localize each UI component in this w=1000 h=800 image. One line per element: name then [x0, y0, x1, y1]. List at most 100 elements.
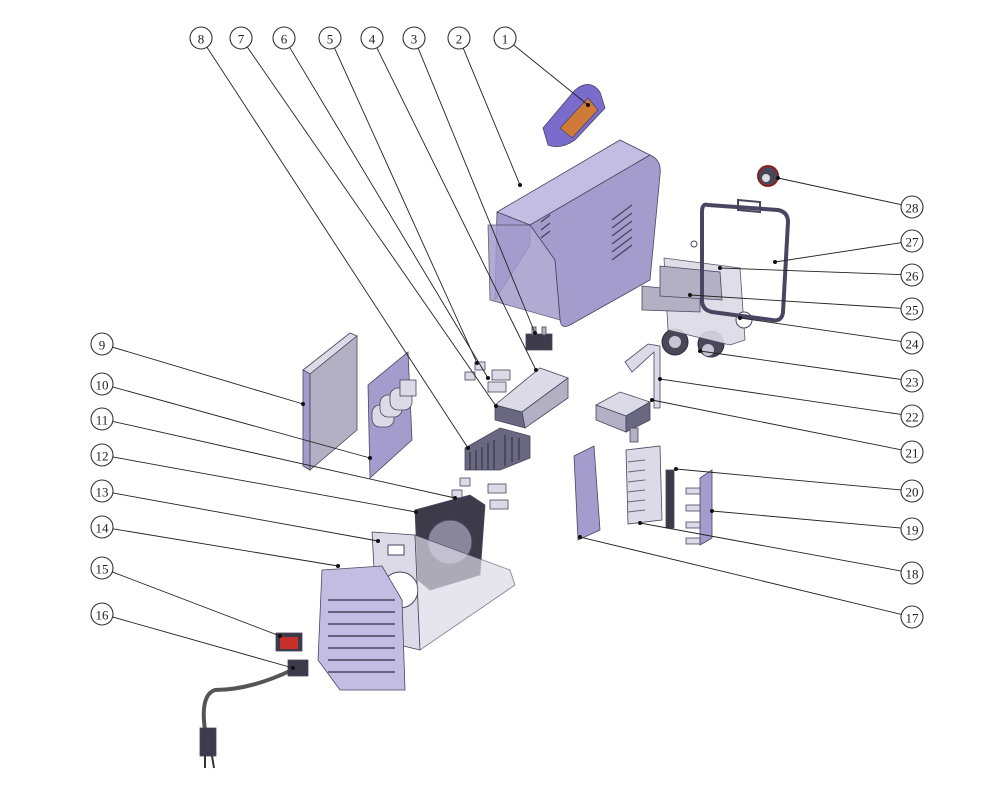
callout-24: 24: [738, 316, 924, 355]
bridge-rectifier: [525, 326, 553, 351]
callout-circle: [493, 26, 517, 50]
leader-dot: [414, 510, 418, 514]
leader-dot: [773, 260, 777, 264]
callout-25: 25: [688, 293, 924, 321]
callout-label: 26: [906, 269, 920, 284]
callout-label: 9: [99, 338, 106, 353]
leader-line: [112, 386, 371, 459]
callout-27: 27: [773, 229, 924, 264]
vent-slots: [540, 204, 633, 261]
leader-line: [112, 346, 304, 405]
rear-frame: [700, 198, 791, 323]
leader-dot: [291, 666, 295, 670]
leader-dot: [453, 496, 457, 500]
power-cord: [199, 659, 309, 769]
callout-18: 18: [638, 521, 924, 585]
callout-circle: [90, 479, 114, 503]
callout-circle: [900, 263, 924, 287]
output-diodes: [665, 469, 713, 546]
callout-circle: [900, 479, 924, 503]
callout-19: 19: [710, 509, 924, 541]
callout-circle: [90, 515, 114, 539]
finned-heatsinks: [464, 427, 531, 471]
leader-dot: [336, 564, 340, 568]
leader-line: [777, 177, 902, 206]
leader-dot: [301, 402, 305, 406]
callout-4: 4: [360, 26, 538, 372]
callout-circle: [402, 26, 426, 50]
callout-label: 23: [906, 375, 919, 390]
leader-line: [112, 616, 294, 669]
callout-circle: [90, 443, 114, 467]
leader-line: [739, 317, 902, 342]
callout-label: 5: [327, 32, 334, 47]
leader-line: [579, 536, 902, 615]
callout-15: 15: [90, 556, 282, 638]
leader-dot: [658, 377, 662, 381]
callout-circle: [900, 404, 924, 428]
leader-dot: [533, 331, 537, 335]
leader-line: [513, 44, 589, 106]
rear-brackets: [641, 240, 753, 346]
callout-circle: [447, 26, 471, 50]
leader-line: [689, 294, 902, 309]
copper-bar: [624, 343, 661, 409]
leader-dot: [776, 176, 780, 180]
leader-line: [112, 420, 456, 499]
callout-11: 11: [90, 407, 457, 500]
leader-line: [659, 378, 902, 415]
callout-circle: [900, 369, 924, 393]
leader-line: [376, 47, 537, 371]
callout-21: 21: [650, 398, 924, 464]
power-switch: [275, 632, 303, 652]
callout-label: 12: [96, 449, 109, 464]
callout-label: 6: [281, 32, 288, 47]
callout-circle: [189, 26, 213, 50]
transformer: [595, 391, 651, 443]
callout-circle: [900, 605, 924, 629]
callout-10: 10: [90, 372, 372, 460]
callout-12: 12: [90, 443, 418, 514]
callout-circle: [900, 229, 924, 253]
callout-label: 25: [906, 303, 919, 318]
leader-dot: [486, 376, 490, 380]
callout-7: 7: [229, 26, 498, 408]
callout-label: 18: [906, 567, 919, 582]
callout-label: 4: [369, 32, 376, 47]
callout-circle: [360, 26, 384, 50]
callout-label: 1: [502, 32, 509, 47]
upper-heatsink: [494, 367, 569, 429]
leader-dot: [718, 266, 722, 270]
callout-1: 1: [493, 26, 590, 107]
callout-circle: [90, 602, 114, 626]
leader-line: [112, 456, 417, 513]
callout-label: 17: [906, 611, 920, 626]
leader-line: [246, 46, 497, 407]
leader-line: [699, 350, 902, 380]
leader-dot: [494, 404, 498, 408]
callout-label: 3: [411, 32, 418, 47]
output-heatsink: [625, 445, 663, 525]
leader-line: [417, 48, 536, 334]
callout-label: 14: [96, 521, 110, 536]
callout-label: 7: [238, 32, 245, 47]
main-pcb: [367, 351, 417, 479]
leader-line: [719, 267, 902, 276]
leader-line: [711, 510, 902, 529]
leader-line: [112, 571, 281, 637]
callout-circle: [272, 26, 296, 50]
callout-26: 26: [718, 263, 924, 287]
callout-circle: [900, 331, 924, 355]
callout-23: 23: [698, 349, 924, 393]
leader-line: [774, 242, 902, 263]
callout-circle: [900, 561, 924, 585]
callout-17: 17: [578, 535, 924, 629]
callout-label: 27: [906, 235, 920, 250]
leader-line: [334, 47, 478, 364]
leader-line: [289, 47, 489, 379]
front-grille: [317, 565, 406, 691]
callout-circle: [90, 556, 114, 580]
leader-dot: [710, 509, 714, 513]
callout-circle: [229, 26, 253, 50]
carry-handle: [542, 84, 606, 148]
